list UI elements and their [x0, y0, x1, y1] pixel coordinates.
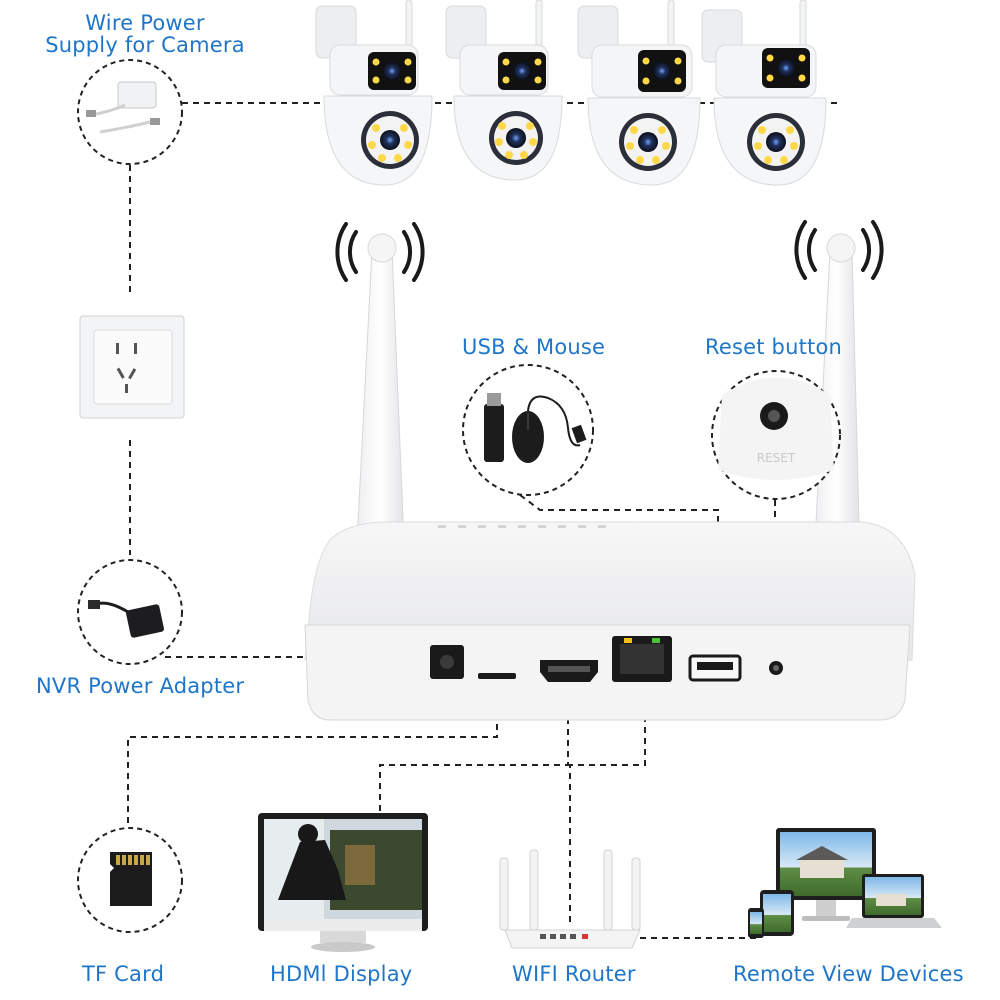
remote-devices [748, 828, 942, 938]
reset-button-label: Reset button [705, 335, 843, 359]
camera-icon [445, 0, 563, 181]
wire-power-label-line2: Supply for Camera [45, 33, 245, 57]
usb-mouse-icon [462, 364, 594, 496]
tf-card-label: TF Card [82, 962, 165, 986]
hdmi-display-label: HDMl Display [270, 962, 413, 986]
wifi-router-label: WIFI Router [512, 962, 636, 986]
reset-print: RESET [757, 451, 796, 465]
remote-view-devices-label: Remote View Devices [733, 962, 964, 986]
reset-hole-icon: RESET [711, 370, 841, 500]
nvr-recorder [304, 233, 916, 721]
tf-card-icon [77, 827, 183, 933]
tablet-icon [760, 890, 794, 936]
wifi-signal-icon [794, 220, 884, 280]
laptop-icon [846, 874, 942, 928]
camera-icon [701, 0, 827, 186]
monitor-icon [258, 813, 428, 952]
wall-socket-icon [79, 315, 185, 419]
monitor-icon [776, 828, 876, 921]
wire-power-label-line1: Wire Power [85, 11, 205, 35]
camera-icon [315, 0, 433, 186]
usb-mouse-label: USB & Mouse [462, 335, 606, 359]
wifi-signal-icon [335, 222, 425, 282]
tf-card-slot [478, 673, 516, 679]
phone-icon [748, 908, 764, 938]
camera-row [315, 0, 827, 186]
nvr-power-adapter-icon [77, 559, 183, 665]
power-supply-icon [77, 59, 183, 165]
camera-icon [577, 0, 701, 186]
nvr-power-adapter-label: NVR Power Adapter [36, 674, 245, 698]
router-icon [499, 849, 641, 949]
wire-power-label: Wire Power Supply for Camera [30, 12, 260, 56]
connection-lines [127, 102, 840, 939]
